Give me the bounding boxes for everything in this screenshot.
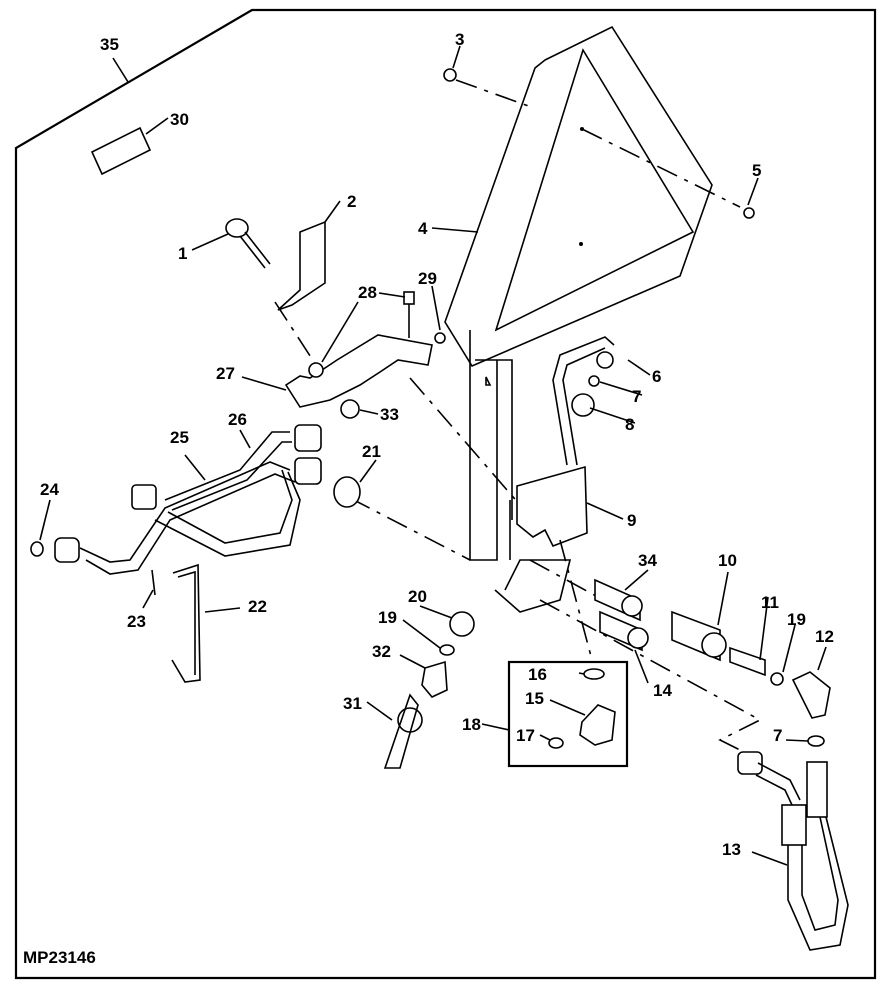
callout-15: 15 — [525, 689, 544, 708]
callout-34: 34 — [638, 551, 657, 570]
callout-5: 5 — [752, 161, 761, 180]
callout-27: 27 — [216, 364, 235, 383]
callout-20: 20 — [408, 587, 427, 606]
nut-part-8 — [571, 393, 595, 417]
fitting-part-20 — [449, 611, 475, 637]
washer-part-29 — [434, 332, 446, 344]
nut-part-33 — [340, 399, 360, 419]
hose-part-13 — [737, 751, 849, 951]
decal-part-30 — [90, 126, 152, 176]
callout-32: 32 — [372, 642, 391, 661]
callout-8: 8 — [625, 415, 634, 434]
callout-19b: 19 — [787, 610, 806, 629]
callout-12: 12 — [815, 627, 834, 646]
nut-part-3 — [443, 68, 457, 82]
callout-7b: 7 — [773, 726, 782, 745]
callout-18: 18 — [462, 715, 481, 734]
callout-30: 30 — [170, 110, 189, 129]
figure-id: MP23146 — [23, 948, 96, 967]
elbow-fitting-part-15 — [579, 704, 616, 746]
callout-35: 35 — [100, 35, 119, 54]
oring-part-19b — [770, 672, 784, 686]
pin-part-22 — [171, 563, 201, 683]
callout-1: 1 — [178, 244, 187, 263]
callout-19: 19 — [378, 608, 397, 627]
cap-part-32 — [421, 660, 448, 698]
hydraulic-tube — [552, 336, 615, 466]
cotter-pin-part-23 — [151, 569, 156, 596]
oring-part-7 — [588, 375, 600, 387]
oring-part-24 — [30, 541, 44, 557]
callout-24: 24 — [40, 480, 59, 499]
callout-7: 7 — [632, 387, 641, 406]
adapter-part-11 — [729, 646, 766, 677]
callout-11: 11 — [761, 593, 779, 612]
callout-31: 31 — [343, 694, 362, 713]
elbow-part-12 — [791, 671, 831, 719]
callout-22: 22 — [248, 597, 267, 616]
callout-10: 10 — [718, 551, 737, 570]
smv-emblem-part-4 — [444, 25, 713, 368]
mounting-post — [469, 330, 572, 613]
oring-part-16 — [583, 668, 605, 680]
callout-6: 6 — [652, 367, 661, 386]
callout-2: 2 — [347, 192, 356, 211]
callout-23: 23 — [127, 612, 146, 631]
oring-part-7b — [807, 735, 825, 747]
tube-parts-25-26 — [54, 424, 322, 575]
callout-25: 25 — [170, 428, 189, 447]
callout-28: 28 — [358, 283, 377, 302]
callout-9: 9 — [627, 511, 636, 530]
valve-bracket-part-9 — [516, 465, 588, 548]
screw-part-5 — [743, 207, 755, 219]
nut-part-21 — [333, 476, 361, 508]
bracket-part-27 — [284, 334, 433, 408]
callout-16: 16 — [528, 665, 547, 684]
leader-lines — [39, 45, 827, 866]
callout-26: 26 — [228, 410, 247, 429]
bolt-part-1 — [225, 218, 271, 269]
kit-boundary — [14, 8, 877, 980]
callout-17: 17 — [516, 726, 535, 745]
callout-labels: 35 30 1 2 3 4 5 6 7 8 9 34 10 11 19 12 7… — [40, 30, 834, 859]
callout-21: 21 — [362, 442, 381, 461]
kit-inset-box-part-18 — [507, 660, 629, 768]
callout-14: 14 — [653, 681, 672, 700]
bolt-part-28 — [403, 291, 415, 338]
callout-29: 29 — [418, 269, 437, 288]
callout-13: 13 — [722, 840, 741, 859]
callout-3: 3 — [455, 30, 464, 49]
callout-33: 33 — [380, 405, 399, 424]
oring-part-19 — [439, 644, 455, 656]
oring-part-17 — [548, 737, 564, 749]
callout-4: 4 — [418, 219, 428, 238]
bracket-part-2 — [277, 220, 326, 311]
chain-part-31 — [383, 693, 419, 769]
fitting-part-6 — [596, 351, 614, 369]
